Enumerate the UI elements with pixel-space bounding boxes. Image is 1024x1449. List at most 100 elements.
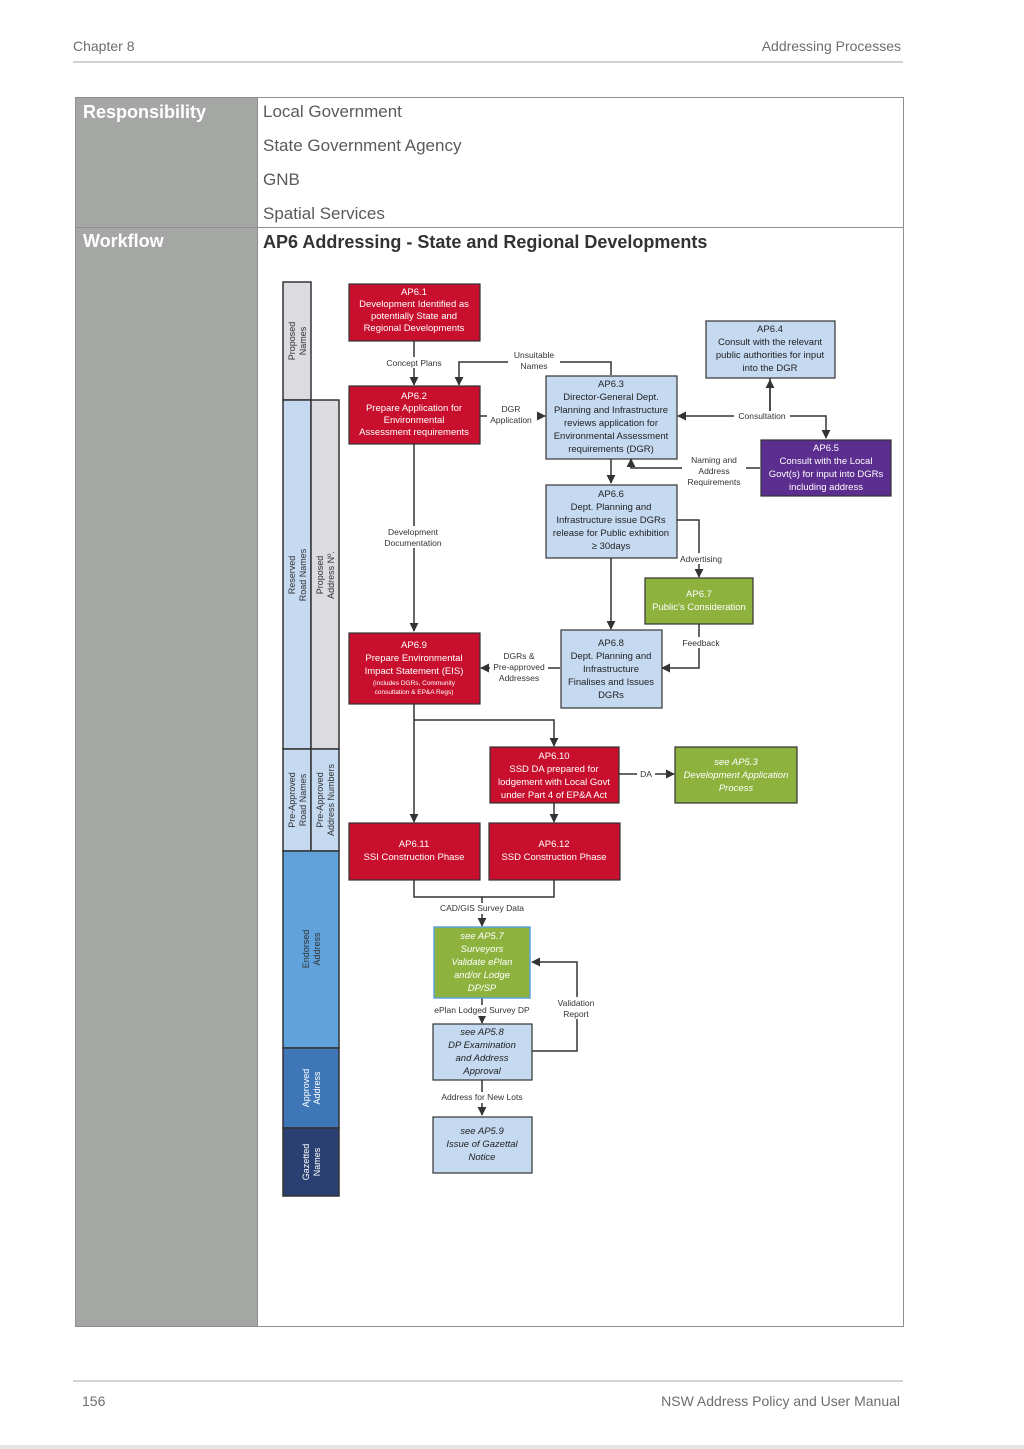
- edge-label: Development: [388, 527, 439, 537]
- edge-label: Feedback: [682, 638, 720, 648]
- svg-text:ProposedAddress Nº.: ProposedAddress Nº.: [315, 551, 336, 599]
- lane-endorsed-address: [282, 850, 340, 1049]
- header-rule: [73, 61, 903, 63]
- edge-label: DGR: [502, 404, 521, 414]
- edge-ap69-ap610: [414, 719, 559, 747]
- edge-label: DA: [640, 769, 652, 779]
- edge-label: Address for New Lots: [441, 1092, 522, 1102]
- svg-text:Pre-ApprovedRoad Names: Pre-ApprovedRoad Names: [287, 772, 308, 828]
- box-ap5-7: [433, 926, 531, 999]
- box-ap5-8: [432, 1023, 533, 1081]
- row-divider: [76, 227, 903, 228]
- box-ap6-3: [545, 375, 678, 460]
- svg-text:ReservedRoad Names: ReservedRoad Names: [287, 548, 308, 601]
- svg-text:ApprovedAddress: ApprovedAddress: [301, 1069, 322, 1108]
- responsibility-workflow-table: Responsibility Local Government State Go…: [75, 97, 904, 1327]
- swim-lanes: ProposedNames ReservedRoad Names Propose…: [282, 281, 340, 1197]
- responsibility-item: GNB: [263, 170, 300, 189]
- lane-label: Gazetted: [301, 1144, 311, 1181]
- edge-label: Validation: [558, 998, 595, 1008]
- edge-label: ePlan Lodged Survey DP: [434, 1005, 530, 1015]
- svg-text:Pre-ApprovedAddress Numbers: Pre-ApprovedAddress Numbers: [315, 763, 336, 836]
- column-divider: [257, 98, 258, 1326]
- edge-label: Concept Plans: [386, 358, 441, 368]
- responsibility-item: State Government Agency: [263, 136, 462, 155]
- lane-gazetted-names: [282, 1127, 340, 1197]
- svg-text:ProposedNames: ProposedNames: [287, 322, 308, 361]
- edge-label: Naming and: [691, 455, 737, 465]
- box-ap6-4: [705, 320, 836, 379]
- lane-label: Pre-Approved: [315, 772, 325, 828]
- edge-advertising: [677, 519, 704, 578]
- box-ap6-11: [348, 822, 481, 881]
- lane-proposed-address-no: [310, 399, 340, 750]
- box-ap6-2: [348, 385, 481, 445]
- lane-label: Pre-Approved: [287, 772, 297, 828]
- section-label: Addressing Processes: [761, 38, 901, 54]
- lane-label: Endorsed: [301, 930, 311, 969]
- responsibility-label: Responsibility: [83, 102, 207, 122]
- label-column: [76, 98, 257, 1326]
- box-ap6-1: [348, 283, 481, 342]
- edge-consultation: [769, 378, 831, 439]
- edge-label: Consultation: [738, 411, 786, 421]
- box-ap6-5: [760, 439, 892, 497]
- lane-approved-address: [282, 1047, 340, 1129]
- edge-construction-merge: [413, 880, 555, 898]
- page-bottom-edge: [0, 1445, 1024, 1449]
- box-ap6-8: [560, 629, 663, 709]
- lane-pre-approved-road-names: [282, 748, 312, 852]
- svg-text:GazettedNames: GazettedNames: [301, 1144, 322, 1181]
- lane-label: Proposed: [315, 556, 325, 595]
- edge-label: DGRs &: [503, 651, 535, 661]
- box-ap6-6: [545, 484, 678, 559]
- edge-label: CAD/GIS Survey Data: [440, 903, 524, 913]
- edge-label: Unsuitable: [514, 350, 554, 360]
- box-ap5-3: [674, 746, 798, 804]
- box-ap6-10: [489, 746, 620, 804]
- chapter-label: Chapter 8: [73, 38, 135, 54]
- responsibility-item: Spatial Services: [263, 204, 385, 223]
- responsibility-item: Local Government: [263, 102, 402, 121]
- box-ap5-9: [432, 1116, 533, 1174]
- edge-label: Advertising: [680, 554, 722, 564]
- lane-label: Reserved: [287, 556, 297, 595]
- manual-title: NSW Address Policy and User Manual: [661, 1393, 900, 1409]
- lane-label: Approved: [301, 1069, 311, 1108]
- workflow-title: AP6 Addressing - State and Regional Deve…: [263, 232, 708, 252]
- box-ap6-7: [644, 577, 754, 625]
- box-ap6-12: [488, 822, 621, 881]
- page-number: 156: [82, 1393, 106, 1409]
- svg-text:EndorsedAddress: EndorsedAddress: [301, 930, 322, 969]
- workflow-label: Workflow: [83, 231, 164, 251]
- lane-label: Proposed: [287, 322, 297, 361]
- lane-pre-approved-address-numbers: [310, 748, 340, 852]
- box-ap6-9: [348, 632, 481, 705]
